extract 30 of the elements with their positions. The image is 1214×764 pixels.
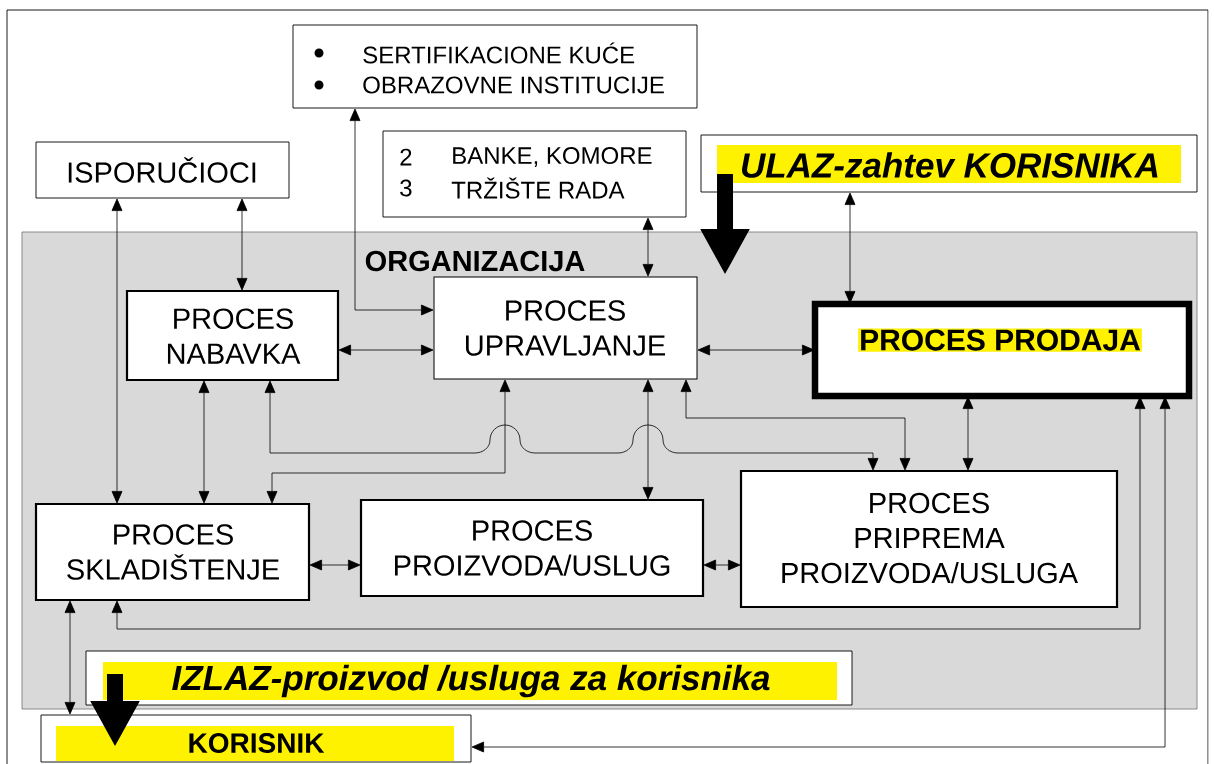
arrow <box>266 379 511 504</box>
arrow <box>338 344 434 356</box>
customer-box: KORISNIK <box>40 714 472 763</box>
process-box: PROCES PRODAJA <box>811 300 1193 400</box>
arrow <box>642 379 654 500</box>
arrow <box>236 198 248 291</box>
process-box: PROCES PROIZVODA/USLUG <box>359 498 705 598</box>
output-box: IZLAZ-proizvod /usluga za korisnika <box>85 650 853 706</box>
arrow <box>844 192 856 304</box>
arrow <box>198 380 210 504</box>
process-box: PROCES UPRAVLJANJE <box>433 276 698 380</box>
list-box: 2 BANKE, KOMORE 3 TRŽIŠTE RADA <box>382 130 687 218</box>
arrow <box>349 108 434 316</box>
list-box: SERTIFIKACIONE KUĆE OBRAZOVNE INSTITUCIJE <box>292 24 698 109</box>
arrow <box>962 396 974 471</box>
arrow <box>642 217 654 277</box>
arrow <box>680 379 911 471</box>
arrow <box>64 600 76 715</box>
arrow <box>703 559 741 571</box>
arrow <box>309 559 361 571</box>
arrow <box>471 396 1171 753</box>
process-box: PROCES PRIPREMA PROIZVODA/USLUGA <box>739 469 1119 609</box>
arrow <box>111 396 1146 630</box>
arrow <box>111 198 123 504</box>
process-box: PROCES NABAVKA <box>125 289 340 382</box>
entity-box: ISPORUČIOCI <box>35 141 290 199</box>
process-box: PROCES SKLADIŠTENJE <box>34 502 311 602</box>
input-box: ULAZ-zahtev KORISNIKA <box>700 134 1198 193</box>
arrow <box>697 344 815 356</box>
arrow <box>264 380 879 471</box>
